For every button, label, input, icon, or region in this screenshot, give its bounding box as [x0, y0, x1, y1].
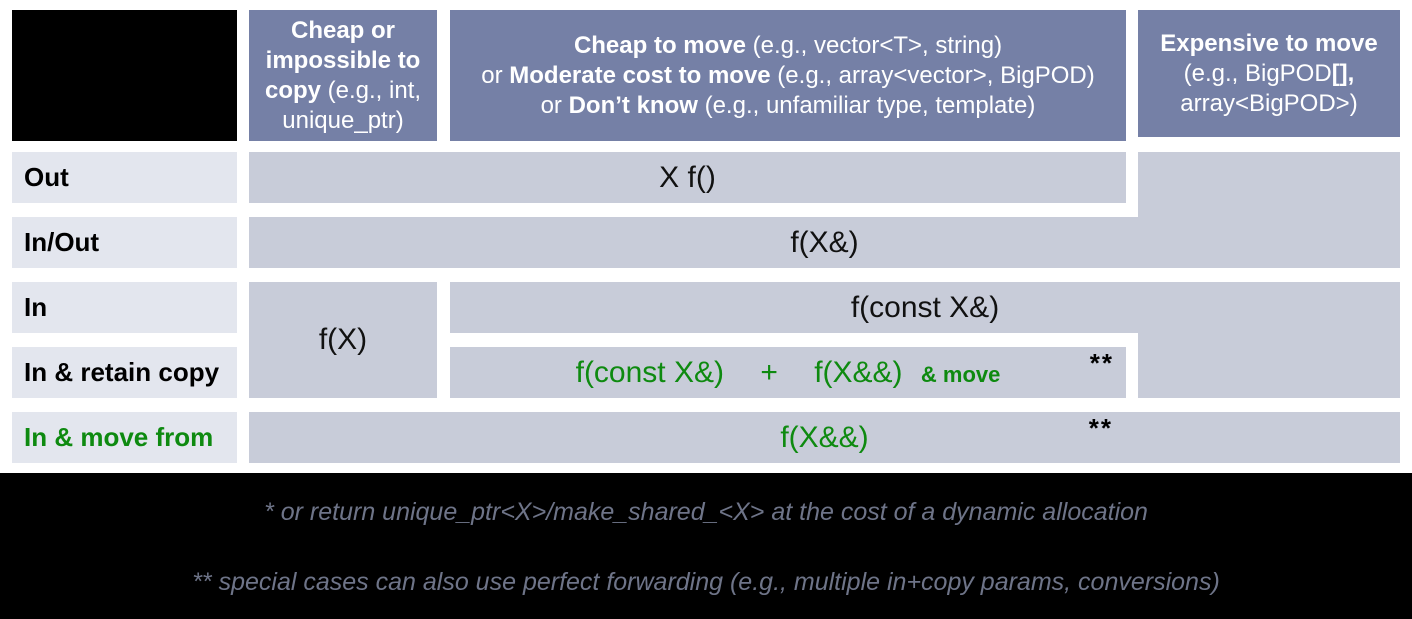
footnote-perfect-forwarding: ** special cases can also use perfect fo… [192, 568, 1220, 596]
corner-redacted-box [12, 10, 237, 141]
movefrom-footnote-marker: ** [1088, 413, 1113, 443]
row-label-in-retain-copy: In & retain copy [12, 347, 237, 398]
cell-in-const-reference-text: f(const X&) [850, 290, 1000, 324]
retain-rvalue-ref: f(X&&) [814, 355, 903, 389]
cell-in-pass-by-value: f(X) [249, 282, 437, 398]
row-label-in: In [12, 282, 237, 333]
retain-footnote-marker: ** [1089, 348, 1114, 378]
cell-out-return-by-value: X f() [249, 152, 1126, 203]
row-label-in-out: In/Out [12, 217, 237, 268]
retain-copy-expression: f(const X&) + f(X&&) & move [576, 356, 1001, 390]
retain-and-move-note: & move [920, 361, 1001, 387]
cell-expensive-retain-empty-block [1138, 333, 1400, 398]
cell-in-const-reference: f(const X&) [450, 282, 1400, 333]
column-header-cheap-to-copy: Cheap or impossible to copy (e.g., int, … [249, 10, 437, 141]
movefrom-expression: f(X&&) [780, 420, 869, 454]
retain-const-ref: f(const X&) [575, 355, 724, 389]
column-header-expensive-to-move: Expensive to move(e.g., BigPOD[],array<B… [1138, 10, 1400, 137]
footnote-dynamic-allocation: * or return unique_ptr<X>/make_shared_<X… [264, 498, 1148, 526]
footer-band: * or return unique_ptr<X>/make_shared_<X… [0, 473, 1412, 619]
retain-plus-sign: + [760, 355, 778, 389]
cell-retain-copy-overloads: f(const X&) + f(X&&) & move ** [450, 347, 1126, 398]
column-header-cheap-or-moderate-move: Cheap to move (e.g., vector<T>, string)o… [450, 10, 1126, 141]
cell-move-from-rvalue-ref: f(X&&) ** [249, 412, 1400, 463]
cell-inout-reference: f(X&) [249, 217, 1400, 268]
row-label-in-move-from: In & move from [12, 412, 237, 463]
row-label-out: Out [12, 152, 237, 203]
